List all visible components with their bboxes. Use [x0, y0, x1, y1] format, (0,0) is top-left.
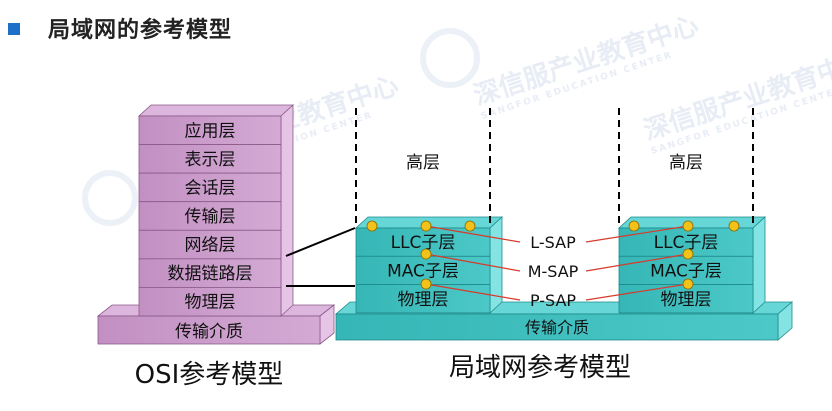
right-upper-layer-label: 高层	[669, 153, 703, 173]
l-sap-line-left	[425, 225, 521, 243]
sap-dot	[420, 248, 432, 260]
sap-dot	[464, 220, 476, 232]
lan-base-front	[335, 313, 779, 341]
sap-dot	[366, 220, 378, 232]
p-sap-line-right	[585, 283, 689, 301]
sap-dots	[366, 220, 740, 290]
p-sap-label: P-SAP	[530, 291, 576, 310]
lan-layer-label: LLC子层	[654, 233, 719, 253]
osi-tower-side	[280, 104, 294, 317]
osi-layer-box	[138, 172, 282, 203]
l-sap-line-right	[585, 225, 689, 243]
lan-layer-label: 物理层	[661, 290, 712, 310]
osi-layer-box	[138, 229, 282, 260]
l-sap-label: L-SAP	[530, 233, 576, 252]
osi-layer-label: 物理层	[185, 293, 236, 313]
osi-layer-box	[138, 258, 282, 288]
slide-title: 局域网的参考模型	[48, 18, 233, 43]
m-sap-line-left	[425, 253, 521, 272]
p-sap-line-left	[425, 283, 521, 301]
sap-dot	[420, 278, 432, 290]
lan-layer-label: LLC子层	[391, 233, 456, 253]
title-bullet-square	[8, 23, 20, 35]
m-sap-line-right	[585, 253, 689, 272]
left-upper-layer-label: 高层	[406, 153, 440, 173]
sap-dot	[682, 220, 694, 232]
lan-right-stack-side	[752, 216, 766, 314]
osi-layer-label: 传输层	[185, 207, 236, 227]
lan-layer-label: 物理层	[398, 290, 449, 310]
lan-layer-label: MAC子层	[650, 261, 722, 281]
sap-dot	[628, 220, 640, 232]
osi-layer-label: 应用层	[185, 121, 236, 141]
lan-base-label: 传输介质	[525, 318, 589, 337]
osi-layer-label: 表示层	[185, 150, 236, 170]
osi-base-label: 传输介质	[175, 322, 243, 342]
osi-layer-label: 数据链路层	[168, 264, 253, 284]
osi-layer-box	[138, 144, 282, 174]
osi-model-caption: OSI参考模型	[135, 360, 284, 390]
sap-lines	[425, 225, 689, 301]
sap-dot	[728, 220, 740, 232]
osi-layer-box	[138, 287, 282, 317]
sap-dot	[682, 248, 694, 260]
osi-to-llc-line	[285, 227, 356, 257]
lan-left-stack-side	[489, 216, 503, 314]
osi-base-front	[97, 315, 321, 345]
sap-dot	[682, 278, 694, 290]
osi-tower-top	[137, 104, 295, 117]
lan-layer-label: MAC子层	[387, 261, 459, 281]
osi-layer-label: 网络层	[185, 236, 236, 256]
lan-model-caption: 局域网参考模型	[449, 353, 631, 383]
osi-layer-box	[138, 115, 282, 145]
osi-layer-label: 会话层	[185, 178, 236, 198]
osi-layer-box	[138, 201, 282, 231]
lan-layer-box	[355, 284, 491, 314]
m-sap-label: M-SAP	[528, 262, 579, 281]
lan-layer-box	[618, 284, 754, 314]
sap-dot	[420, 220, 432, 232]
